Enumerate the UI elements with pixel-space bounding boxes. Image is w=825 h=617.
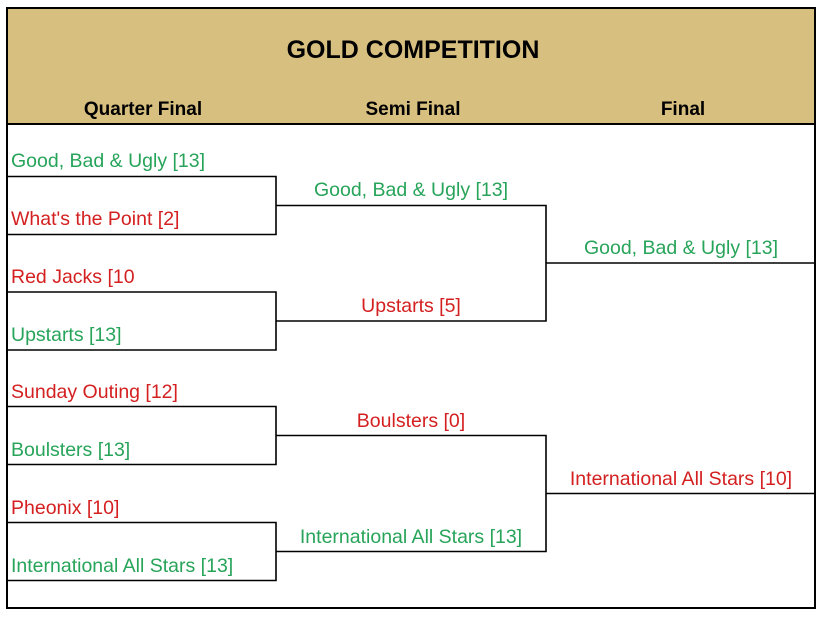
qf-team-5: Sunday Outing [12] (11, 381, 178, 403)
qf-team-4: Upstarts [13] (11, 324, 122, 346)
qf-team-8: International All Stars [13] (11, 555, 234, 577)
final-team-2: International All Stars [10] (569, 468, 793, 490)
column-heading-quarter-final: Quarter Final (83, 99, 203, 120)
sf-team-2: Upstarts [5] (361, 295, 461, 317)
final-team-1: Good, Bad & Ugly [13] (583, 237, 779, 259)
qf-team-7: Pheonix [10] (11, 497, 120, 519)
sf-team-1: Good, Bad & Ugly [13] (313, 179, 509, 201)
final-connector (546, 262, 816, 495)
sf-team-4: International All Stars [13] (299, 526, 523, 548)
column-heading-final: Final (660, 99, 706, 120)
qf-team-2: What's the Point [2] (11, 208, 180, 230)
column-heading-semi-final: Semi Final (365, 99, 461, 120)
qf-team-6: Boulsters [13] (11, 439, 131, 461)
bracket-header: GOLD COMPETITION Quarter Final Semi Fina… (6, 7, 816, 125)
qf-team-3: Red Jacks [10 (11, 266, 135, 288)
qf-team-1: Good, Bad & Ugly [13] (11, 150, 206, 172)
sf-team-3: Boulsters [0] (356, 410, 466, 432)
competition-title: GOLD COMPETITION (286, 36, 540, 64)
